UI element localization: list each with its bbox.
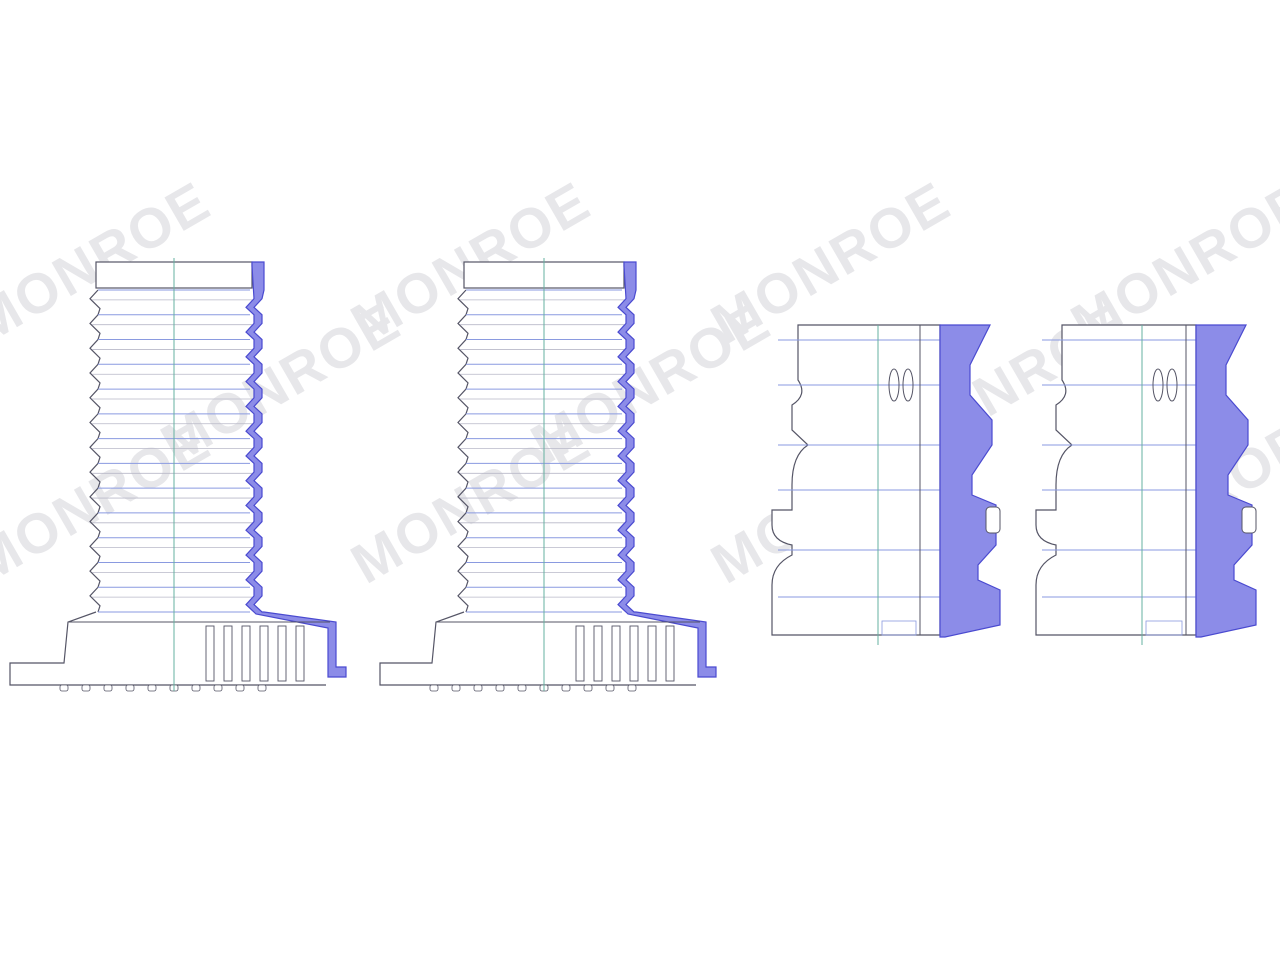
base-slot — [629, 625, 639, 682]
base-nub — [605, 684, 615, 692]
base-nub — [429, 684, 439, 692]
base-nub — [191, 684, 201, 692]
base-flange — [9, 611, 326, 686]
base-slot — [295, 625, 305, 682]
base-nub — [81, 684, 91, 692]
base-slot — [241, 625, 251, 682]
retaining-lug — [1241, 506, 1257, 534]
base-nub — [473, 684, 483, 692]
bump-stop-2 — [1035, 324, 1257, 645]
base-nub — [103, 684, 113, 692]
base-nub — [257, 684, 267, 692]
bottom-hatch — [1145, 620, 1183, 636]
base-nub — [451, 684, 461, 692]
bellows-outline-left — [457, 289, 469, 613]
retaining-lug — [985, 506, 1001, 534]
base-slot — [277, 625, 287, 682]
base-nub — [147, 684, 157, 692]
bellows-outline-left — [89, 289, 101, 613]
section-cut — [1195, 324, 1257, 638]
base-slot — [647, 625, 657, 682]
vent-slot — [902, 368, 914, 402]
base-slot — [593, 625, 603, 682]
base-slot — [223, 625, 233, 682]
section-cut — [617, 261, 717, 678]
protective-boot-1 — [9, 258, 347, 692]
base-flange — [379, 611, 696, 686]
base-nub — [125, 684, 135, 692]
base-nub — [517, 684, 527, 692]
base-slot — [665, 625, 675, 682]
base-nub — [213, 684, 223, 692]
base-nub — [235, 684, 245, 692]
section-cut — [939, 324, 1001, 638]
bottom-hatch — [881, 620, 917, 636]
base-nub — [495, 684, 505, 692]
base-slot — [575, 625, 585, 682]
base-nub — [561, 684, 571, 692]
base-slot — [611, 625, 621, 682]
vent-slot — [888, 368, 900, 402]
base-slot — [205, 625, 215, 682]
bump-stop-outline — [1035, 324, 1197, 636]
protective-boot-2 — [379, 258, 717, 692]
bump-stop-1 — [771, 324, 1001, 645]
base-slot — [259, 625, 269, 682]
bump-stop-outline — [771, 324, 941, 636]
section-cut — [245, 261, 347, 678]
base-nub — [59, 684, 69, 692]
base-nub — [627, 684, 637, 692]
vent-slot — [1166, 368, 1178, 402]
base-nub — [583, 684, 593, 692]
vent-slot — [1152, 368, 1164, 402]
